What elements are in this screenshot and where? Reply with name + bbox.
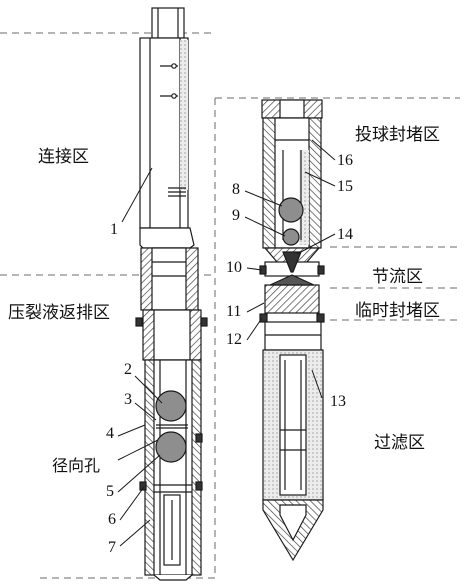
ball-lower [155, 431, 187, 463]
callout-2: 2 [124, 361, 132, 378]
leader-lines [117, 139, 336, 547]
leader-10 [246, 267, 263, 271]
callout-6: 6 [108, 511, 116, 528]
zone-label-frac-return: 压裂液返排区 [8, 303, 110, 323]
leader-11 [246, 302, 265, 313]
leader-6 [119, 486, 145, 521]
callout-7: 7 [108, 539, 116, 556]
leader-3 [134, 402, 157, 421]
callout-10: 10 [226, 259, 242, 276]
callout-11: 11 [226, 303, 242, 320]
zone-label-throttle: 节流区 [372, 267, 423, 287]
right-tool [259, 99, 325, 562]
radial-hole-label: 径向孔 [52, 456, 101, 475]
leader-5 [117, 454, 161, 493]
left-tool [135, 7, 208, 581]
callout-1: 1 [110, 221, 118, 238]
zone-label-filter: 过滤区 [374, 433, 425, 453]
callout-8: 8 [232, 181, 240, 198]
callout-4: 4 [106, 425, 114, 442]
leader-1 [121, 167, 153, 223]
callout-9: 9 [232, 207, 240, 224]
callout-16: 16 [337, 152, 353, 169]
leader-9 [244, 216, 286, 237]
leader-14 [296, 233, 336, 255]
leader-4 [117, 424, 146, 437]
callout-13: 13 [330, 393, 346, 410]
leader-radial-hole [117, 439, 159, 461]
zone-label-temp-seal: 临时封堵区 [355, 301, 440, 321]
leader-2 [134, 375, 163, 404]
leader-13 [311, 369, 323, 399]
leader-8 [244, 190, 283, 207]
callout-5: 5 [106, 483, 114, 500]
top-cap [151, 7, 185, 39]
ball-9 [282, 228, 300, 246]
temp-seal-plug [264, 284, 320, 314]
leader-12 [246, 317, 263, 341]
leader-16 [311, 139, 336, 161]
leader-15 [304, 171, 336, 187]
callout-14: 14 [337, 226, 353, 243]
callout-3: 3 [124, 391, 132, 408]
zone-label-connection: 连接区 [38, 147, 89, 167]
zone-label-ball-seal: 投球封堵区 [355, 125, 440, 145]
callout-15: 15 [337, 178, 353, 195]
zone-dividers [0, 32, 460, 579]
ball-8 [278, 197, 304, 223]
ball-upper [155, 390, 187, 422]
leader-7 [119, 519, 151, 547]
callout-12: 12 [226, 331, 242, 348]
